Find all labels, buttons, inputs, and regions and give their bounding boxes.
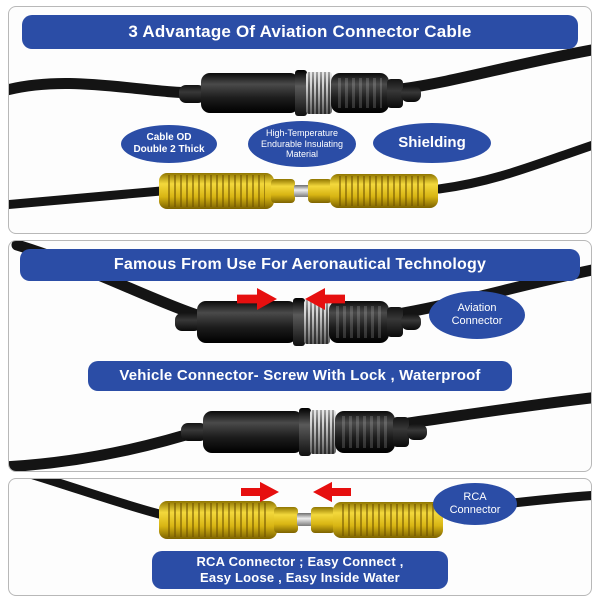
rca-connector-right-body <box>330 174 438 208</box>
advantages-title-banner: 3 Advantage Of Aviation Connector Cable <box>22 15 578 49</box>
callout-cable-od: Cable OD Double 2 Thick <box>121 125 217 163</box>
aviation-connector-left-body <box>203 411 303 453</box>
rca-connector-left-body <box>159 173 274 209</box>
aviation-connector-right-body <box>335 411 395 453</box>
callout-rca-line1: RCA <box>463 491 487 504</box>
callout-aviation-line2: Connector <box>451 315 503 327</box>
aviation-connector-right-boot <box>401 314 421 330</box>
aviation-connector-knurled-ring <box>310 410 336 454</box>
cable-black-left <box>9 78 205 99</box>
rca-connector-right-nose <box>308 179 332 203</box>
aviation-connector-collar <box>293 298 305 346</box>
callout-insulating-line2: Endurable Insulating <box>260 138 344 149</box>
rca-connector-left-nose <box>271 179 295 203</box>
aeronautical-title: Famous From Use For Aeronautical Technol… <box>113 256 487 273</box>
vehicle-connector-label: Vehicle Connector- Screw With Lock , Wat… <box>119 366 481 384</box>
aviation-connector-collar <box>299 408 311 456</box>
aeronautical-panel: Famous From Use For Aeronautical Technol… <box>8 240 592 472</box>
aviation-connector-right-nut <box>387 307 403 337</box>
aviation-connector-left-boot <box>181 423 207 441</box>
aviation-connector-left-body <box>201 73 299 113</box>
callout-rca-connector: RCA Connector <box>433 483 517 525</box>
rca-panel: RCA Connector RCA Connector ; Easy Conne… <box>8 478 592 596</box>
callout-insulating: High-Temperature Endurable Insulating Ma… <box>248 121 356 167</box>
aviation-connector-left-body <box>197 301 297 343</box>
rca-banner: RCA Connector ; Easy Connect , Easy Loos… <box>152 551 448 589</box>
cable-bottom-right <box>403 392 591 429</box>
rca-banner-line2: Easy Loose , Easy Inside Water <box>200 570 400 585</box>
cable-rca-left <box>9 186 166 209</box>
callout-shielding: Shielding <box>373 123 491 163</box>
cable-rca-right <box>434 140 591 194</box>
cable-black-right <box>395 44 591 95</box>
advantages-panel: 3 Advantage Of Aviation Connector Cable … <box>8 6 592 234</box>
vehicle-connector-banner: Vehicle Connector- Screw With Lock , Wat… <box>88 361 512 391</box>
rca-connector-right-body <box>333 502 443 538</box>
cable-left <box>31 479 168 520</box>
aviation-connector-knurled-ring <box>304 300 330 344</box>
aviation-connector-left-boot <box>179 85 205 103</box>
callout-aviation-connector: Aviation Connector <box>429 291 525 339</box>
rca-plug <box>297 513 313 526</box>
aviation-connector-right-body <box>331 73 389 113</box>
aviation-connector-right-body <box>329 301 389 343</box>
rca-connector-left-body <box>159 501 277 539</box>
callout-insulating-line3: Material <box>285 149 318 160</box>
rca-connector-right-nose <box>311 507 335 533</box>
aviation-connector-knurled-ring <box>306 72 332 114</box>
callout-insulating-line1: High-Temperature <box>265 128 339 139</box>
aviation-connector-right-nut <box>393 417 409 447</box>
callout-shielding-label: Shielding <box>398 134 466 152</box>
callout-cable-od-line2: Double 2 Thick <box>133 144 205 155</box>
rca-connector-left-nose <box>274 507 298 533</box>
rca-plug <box>294 185 310 197</box>
aviation-connector-right-boot <box>407 424 427 440</box>
cable-artwork <box>9 44 591 209</box>
aeronautical-title-banner: Famous From Use For Aeronautical Technol… <box>20 249 580 281</box>
cable-bottom-left <box>9 423 211 471</box>
advantages-title: 3 Advantage Of Aviation Connector Cable <box>128 22 472 42</box>
aviation-connector-left-boot <box>175 313 201 331</box>
aviation-connector-right-boot <box>401 86 421 102</box>
aviation-connector-right-nut <box>387 79 403 108</box>
callout-aviation-line1: Aviation <box>457 302 497 315</box>
rca-banner-line1: RCA Connector ; Easy Connect , <box>196 553 404 569</box>
callout-rca-line2: Connector <box>449 504 501 516</box>
callout-cable-od-line1: Cable OD <box>146 132 192 144</box>
aviation-connector-collar <box>295 70 307 116</box>
